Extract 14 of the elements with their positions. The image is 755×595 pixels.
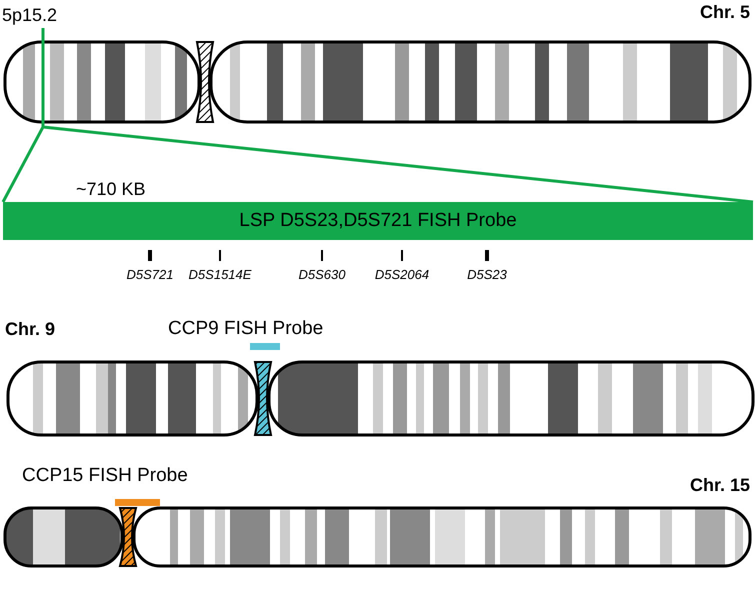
marker-label: D5S721 (126, 268, 174, 281)
leader-line (42, 28, 44, 42)
chromosome-label: Chr. 15 (690, 476, 750, 494)
marker-label: D5S2064 (374, 268, 430, 281)
band-label: 5p15.2 (2, 6, 58, 24)
size-label: ~710 KB (76, 180, 146, 198)
marker-label: D5S1514E (188, 268, 252, 281)
marker-label: D5S23 (466, 268, 508, 281)
probe-bar: LSP D5S23,D5S721 FISH Probe (3, 202, 753, 240)
probe-label: CCP9 FISH Probe (168, 319, 324, 338)
chromosome-label: Chr. 9 (5, 320, 56, 338)
marker-label: D5S630 (298, 268, 346, 281)
chromosome-label: Chr. 5 (700, 3, 750, 21)
probe-label: CCP15 FISH Probe (22, 466, 188, 485)
